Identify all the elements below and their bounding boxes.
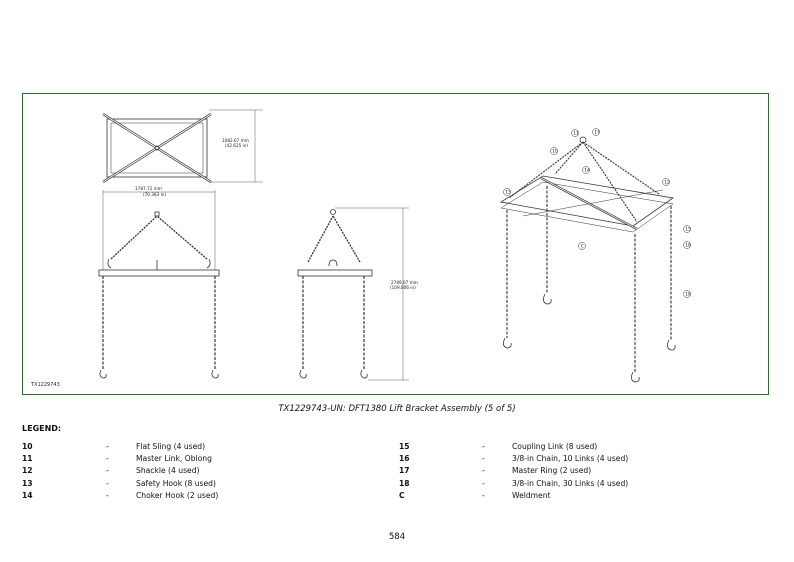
legend-dash: - [106,442,109,451]
legend-description: Safety Hook (8 used) [136,478,216,488]
legend-left-column: 10 - Flat Sling (4 used) 11 - Master Link, O… [22,442,382,503]
front-view [98,211,220,379]
legend-row: 10 - Flat Sling (4 used) [22,442,382,454]
legend-dash: - [482,466,485,476]
legend-number: 10 [22,442,33,451]
legend-number: 18 [399,478,410,488]
legend-row: 17 - Master Ring (2 used) [399,466,759,478]
legend-number: 15 [399,442,410,451]
figure-id: TX1229743 [31,382,60,388]
lift-bracket-drawing: 1082.67 mm (42.625 in) 1787.72 mm (70.38… [98,109,691,383]
legend-row: 13 - Safety Hook (8 used) [22,479,382,491]
legend-row: 16 - 3/8-in Chain, 10 Links (4 used) [399,454,759,466]
legend-row: 12 - Shackle (4 used) [22,466,382,478]
legend-title: LEGEND: [22,424,62,433]
legend-right-column: 15 - Coupling Link (8 used) 16 - 3/8-in Chai… [399,442,759,503]
callout-c: C [581,244,584,250]
top-width-dimension: 1082.67 mm (42.625 in) [209,109,263,183]
legend-number: 11 [22,454,33,464]
legend-row: 14 - Choker Hook (2 used) [22,491,382,503]
legend-number: 17 [399,466,410,476]
figure-caption: TX1229743-UN: DFT1380 Lift Bracket Assem… [278,404,516,414]
legend-dash: - [482,454,485,464]
isometric-view [499,136,676,383]
legend-number: 14 [22,490,33,500]
legend-number: 13 [22,478,33,488]
legend-dash: - [482,478,485,488]
height-dimension: 2789.07 mm (109.806 in) [335,207,418,381]
legend-row: 18 - 3/8-in Chain, 30 Links (4 used) [399,479,759,491]
legend-number: C [399,490,405,500]
legend-row: 11 - Master Link, Oblong [22,454,382,466]
legend-row: C - Weldment [399,491,759,503]
legend-description: Shackle (4 used) [136,466,200,476]
legend-dash: - [106,490,109,500]
page-number: 584 [388,532,406,542]
legend-description: Master Link, Oblong [136,454,212,464]
callout-10: 10 [552,149,558,155]
span-dimension: 1787.72 mm (70.383 in) [102,186,216,270]
span-mm: 1787.72 mm [135,186,162,191]
legend-description: Choker Hook (2 used) [136,490,219,500]
span-in: (70.383 in) [143,192,166,197]
legend-dash: - [106,454,109,464]
legend-description: Coupling Link (8 used) [512,442,598,451]
legend-description: Weldment [512,490,551,500]
top-width-mm: 1082.67 mm [222,138,249,143]
legend-row: 15 - Coupling Link (8 used) [399,442,759,454]
side-view [297,209,373,379]
legend-description: 3/8-in Chain, 10 Links (4 used) [512,454,629,464]
legend-dash: - [106,466,109,476]
callout-13: 13 [505,190,511,196]
callout-18: 18 [685,292,691,298]
callout-16: 16 [685,243,691,249]
legend-description: 3/8-in Chain, 30 Links (4 used) [512,478,629,488]
callout-17: 17 [594,130,600,136]
height-in: (109.806 in) [390,285,416,290]
legend-description: Flat Sling (4 used) [136,442,206,451]
callouts: 11 17 10 14 13 12 C 15 16 18 [503,128,691,298]
legend-number: 16 [399,454,410,464]
legend-dash: - [482,490,485,500]
top-view [102,112,212,184]
figure-frame: 1082.67 mm (42.625 in) 1787.72 mm (70.38… [22,93,769,395]
legend-number: 12 [22,466,33,476]
legend-dash: - [106,478,109,488]
height-mm: 2789.07 mm [391,280,418,285]
callout-14: 14 [584,168,590,174]
callout-12: 12 [664,180,670,186]
legend-dash: - [482,442,485,451]
callout-15: 15 [685,227,691,233]
callout-11: 11 [573,131,579,137]
legend-description: Master Ring (2 used) [512,466,592,476]
top-width-in: (42.625 in) [225,143,248,148]
